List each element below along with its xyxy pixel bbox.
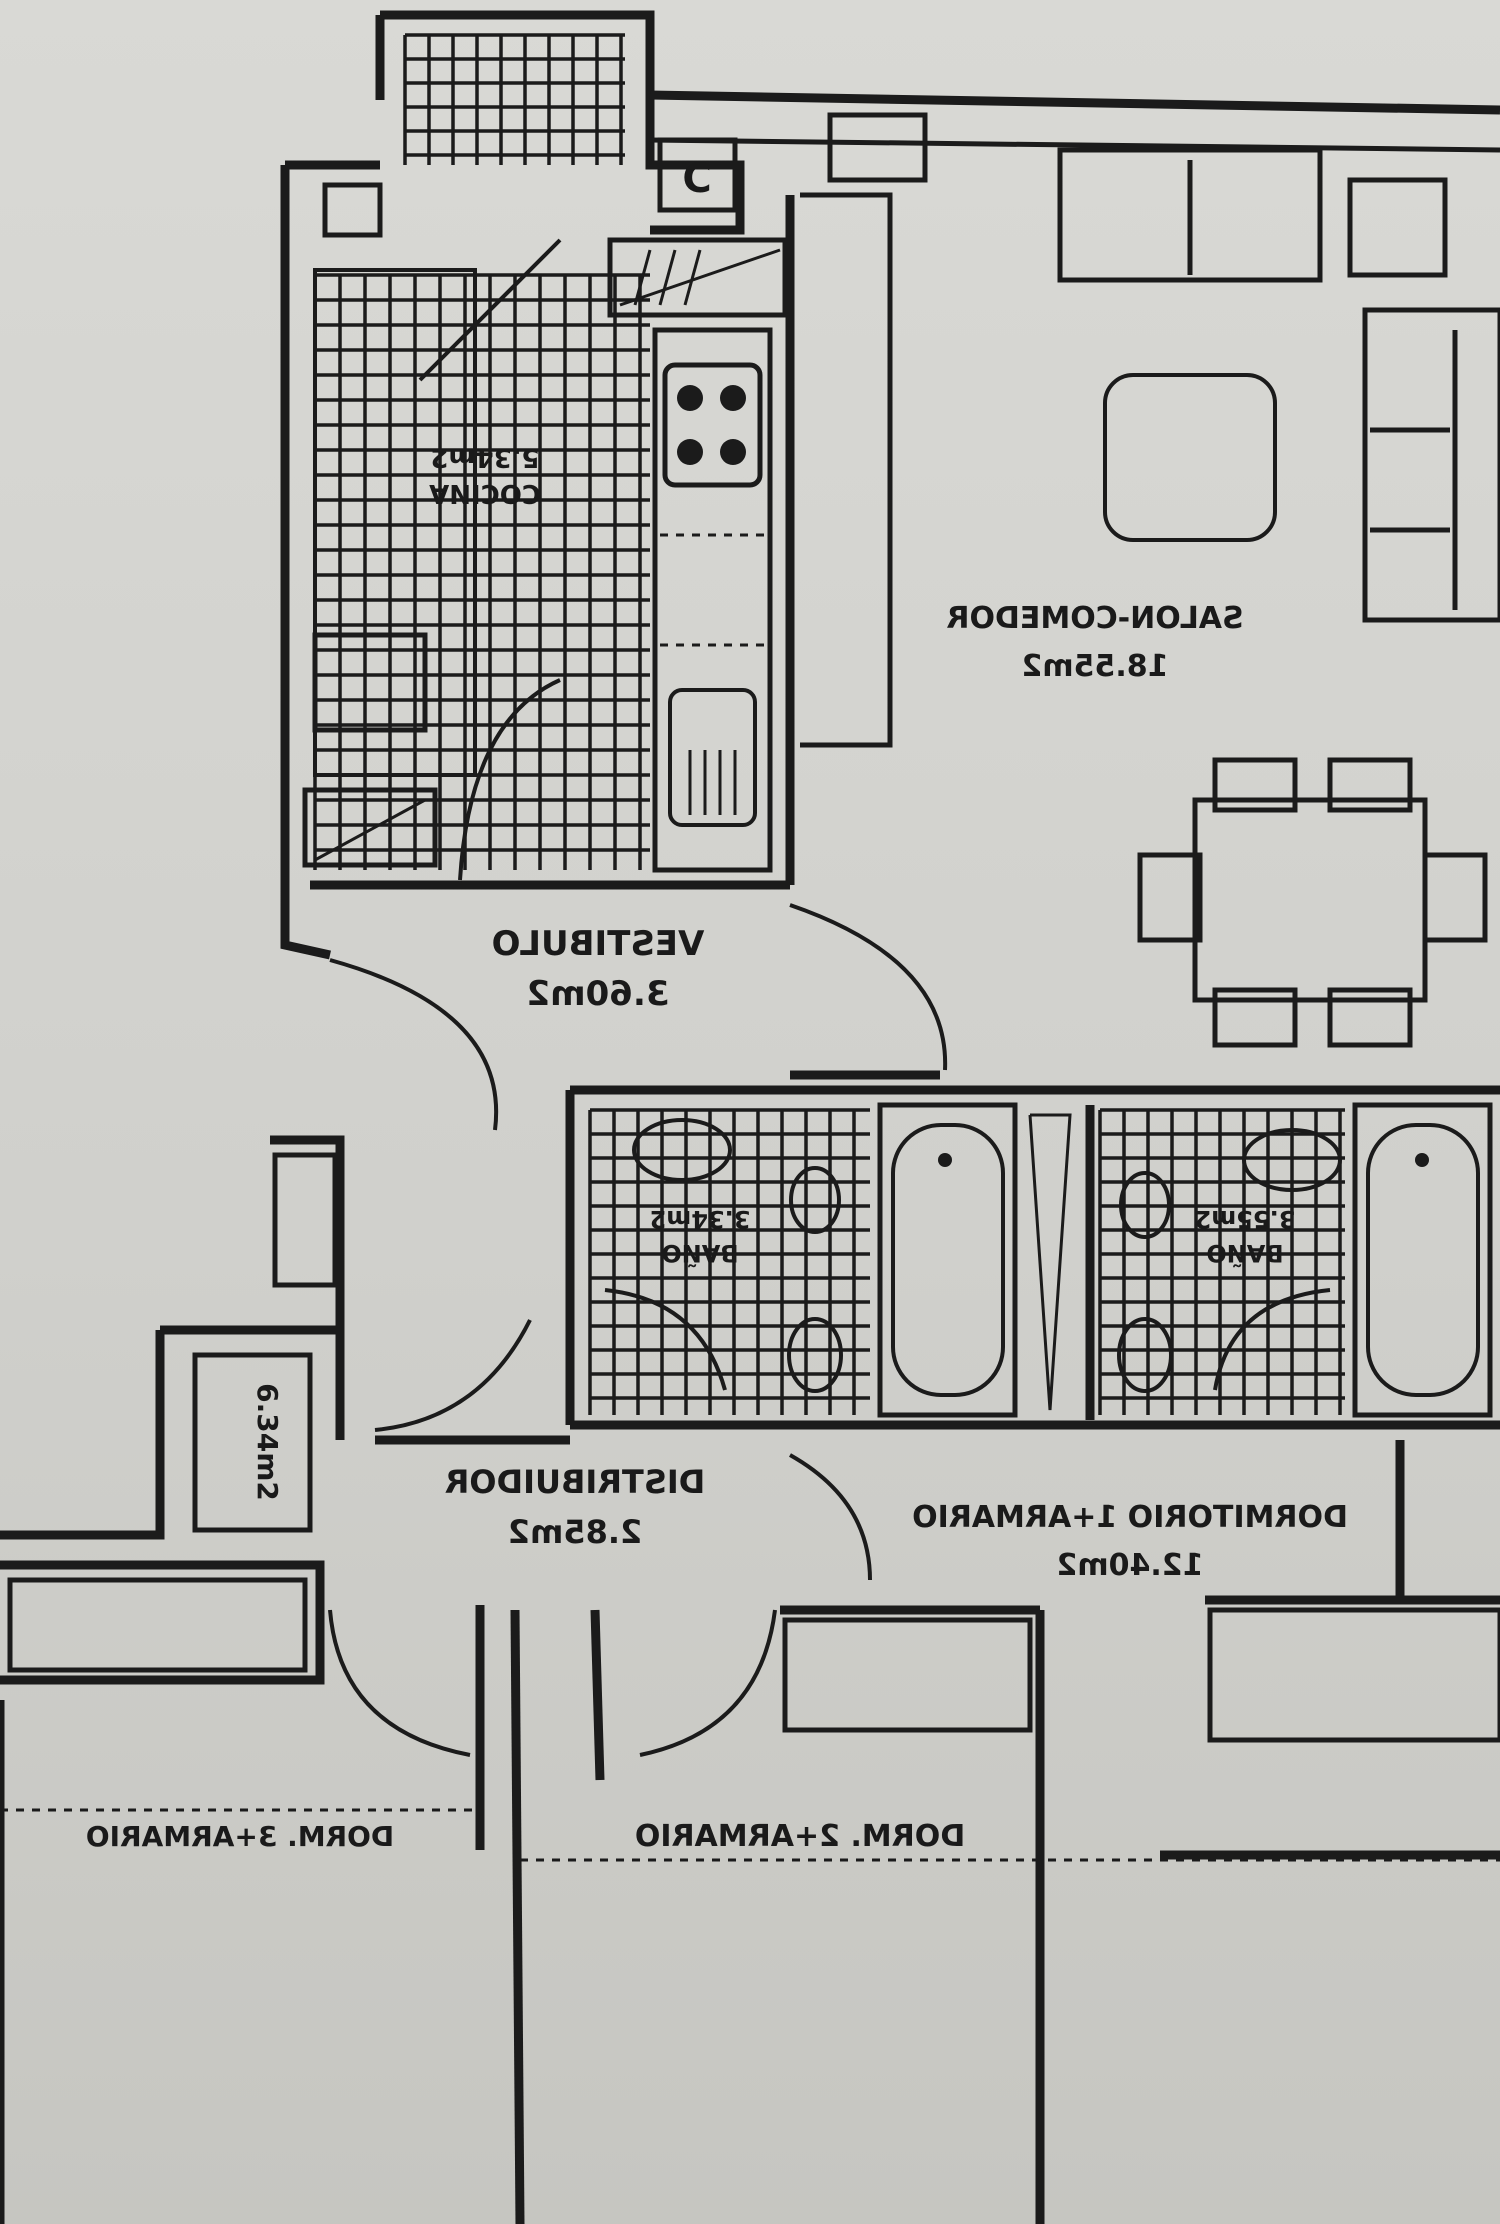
- dormitorio2-name: DORM. 2+ARMARIO: [635, 1819, 965, 1854]
- bano1-area: 3.34m2: [650, 1205, 751, 1233]
- chimney-box: [657, 137, 738, 213]
- bathtub-2-basin: [1366, 1123, 1480, 1397]
- wall-top-shaft: [380, 10, 745, 235]
- dining-table: [1192, 797, 1428, 1003]
- sofa-top: [1057, 147, 1323, 283]
- washing-machine: [312, 632, 428, 733]
- burner-icon: [720, 385, 746, 411]
- washbasin-2: [1242, 1128, 1342, 1192]
- cocina-name: COCINA: [429, 478, 541, 508]
- salon-cabinet: [827, 112, 928, 183]
- bano2-area: 3.55m2: [1195, 1205, 1296, 1233]
- kitchen-tiles: [313, 273, 650, 870]
- bano2-name: BAÑO: [1206, 1239, 1283, 1268]
- wall-lower-left: [0, 1560, 325, 1685]
- toilet-1: [787, 1317, 843, 1393]
- vent-box: [322, 182, 383, 238]
- tendedero-area: 6.34m2: [251, 1383, 284, 1501]
- dining-chair: [1212, 757, 1298, 813]
- salon-door-arc: [789, 903, 948, 1071]
- dining-chair: [1327, 757, 1413, 813]
- dining-chair: [1327, 987, 1413, 1048]
- wall-top-facade: [649, 90, 1500, 115]
- bidet-2: [1119, 1171, 1171, 1239]
- wall-closet-divider: [590, 1609, 605, 1781]
- boiler-hatch: [314, 798, 426, 862]
- dorm1-wardrobe: [1207, 1607, 1500, 1743]
- dorm2-door-arc: [639, 1609, 777, 1757]
- shaft-tiles: [403, 33, 625, 165]
- entry-closet: [272, 1152, 338, 1288]
- walls: [0, 10, 1500, 2224]
- kitchen-counter-left: [313, 268, 477, 777]
- shaft-triangle: [1028, 1113, 1072, 1411]
- cocina-area: 5.34m2: [430, 442, 539, 472]
- kitchen-door-swing: [418, 238, 562, 382]
- coffee-table: [1103, 373, 1277, 542]
- dorm1-door-arc: [789, 1453, 872, 1581]
- bathtub-2: [1352, 1102, 1493, 1418]
- room-labels: SALON-COMEDOR 18.55m2 VESTIBULO 3.60m2 C…: [86, 442, 1348, 1854]
- dorm3-wardrobe: [7, 1577, 308, 1673]
- dormitorio3-name: DORM. 3+ARMARIO: [86, 1820, 394, 1853]
- toilet-2: [1117, 1317, 1173, 1393]
- burner-icon: [677, 385, 703, 411]
- distribuidor-name: DISTRIBUIDOR: [445, 1463, 706, 1501]
- chimney-mark: C: [682, 156, 711, 202]
- dormitorio1-area: 12.40m2: [1056, 1548, 1203, 1583]
- shelf-hatch: [683, 249, 702, 306]
- bathtub-1-basin: [891, 1123, 1005, 1397]
- dining-chair: [1422, 852, 1488, 943]
- vestibulo-area: 3.60m2: [527, 974, 670, 1014]
- dormitorio1-name: DORMITORIO 1+ARMARIO: [912, 1500, 1348, 1535]
- wall-dorm2-left: [510, 1609, 525, 2224]
- bathtub-1: [877, 1102, 1018, 1418]
- kitchen-sink: [668, 688, 757, 827]
- kitchen-shelf: [607, 237, 788, 318]
- bath1-door-arc: [604, 1288, 727, 1391]
- salon-area: 18.55m2: [1021, 649, 1168, 684]
- wall-tendedero-left: [0, 1330, 165, 1540]
- dorm3-door-arc: [328, 1609, 471, 1757]
- kitchen-door-arc: [458, 678, 561, 881]
- dorm2-wardrobe: [782, 1617, 1033, 1733]
- bano1-name: BAÑO: [661, 1239, 738, 1268]
- salon-name: SALON-COMEDOR: [946, 601, 1243, 636]
- wall-corridor-left: [270, 1135, 345, 1330]
- sofa-right: [1362, 307, 1500, 623]
- tendedero-box: [192, 1352, 313, 1533]
- drain-icon: [1415, 1153, 1429, 1167]
- cooktop: [662, 362, 763, 488]
- dining-chair: [1137, 852, 1203, 943]
- drain-icon: [938, 1153, 952, 1167]
- shelf-hatch: [658, 249, 677, 306]
- dining-chair: [1212, 987, 1298, 1048]
- wall-top-facade-inner: [649, 137, 1500, 153]
- kitchen-fixtures: C: [302, 137, 788, 881]
- washbasin-1: [632, 1118, 732, 1182]
- bidet-1: [789, 1166, 841, 1234]
- burner-icon: [677, 439, 703, 465]
- bathroom-fixtures: [604, 1102, 1493, 1418]
- distribuidor-area: 2.85m2: [508, 1513, 643, 1551]
- shelf-hatch: [633, 249, 652, 306]
- bath2-door-arc: [1213, 1288, 1331, 1391]
- side-table: [1347, 177, 1448, 278]
- burner-icon: [720, 439, 746, 465]
- salon-furniture: [827, 112, 1500, 1048]
- shelf-hatch: [619, 248, 781, 307]
- vestibulo-name: VESTIBULO: [492, 924, 705, 964]
- boiler: [302, 787, 438, 868]
- wall-kitchen-left: [280, 165, 331, 960]
- wall-salon-column: [800, 192, 893, 748]
- distribuidor-door-arc: [374, 1319, 532, 1432]
- door-swings: [0, 903, 1500, 1862]
- entrance-door-arc: [329, 958, 499, 1131]
- kitchen-counter-right: [652, 327, 773, 873]
- wall-tendedero-top: [160, 1325, 345, 1440]
